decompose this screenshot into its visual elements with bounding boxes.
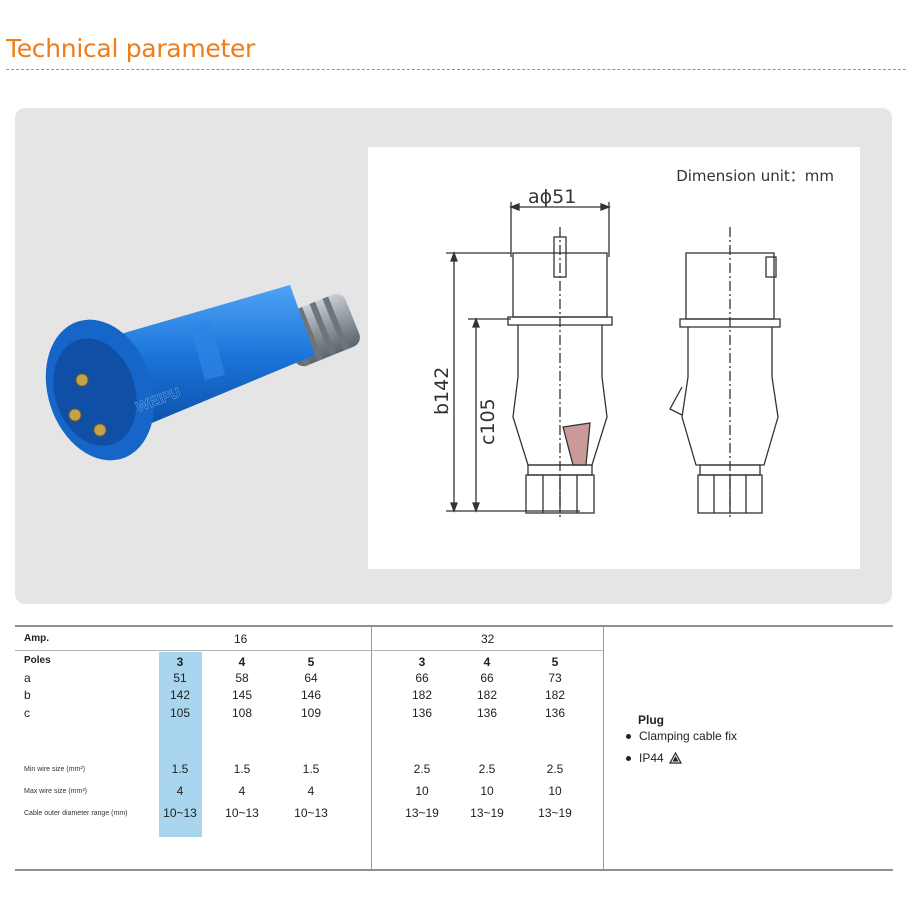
dimension-unit: Dimension unit：mm xyxy=(676,167,834,185)
table-cell: 10 xyxy=(480,784,494,798)
table-cell: 145 xyxy=(231,688,253,702)
feature-label: IP44 xyxy=(639,751,664,765)
table-cell: 1.5 xyxy=(233,762,251,776)
table-top-rule xyxy=(15,625,893,627)
table-cell: 1.5 xyxy=(302,762,320,776)
table-cell: 10~13 xyxy=(294,806,328,820)
poles-value: 3 xyxy=(418,655,426,669)
table-cell: 108 xyxy=(231,706,253,720)
poles-value: 5 xyxy=(307,655,315,669)
row-label-b: b xyxy=(24,688,31,702)
poles-value: 5 xyxy=(551,655,559,669)
table-cell: 13~19 xyxy=(405,806,439,820)
table-cell: 10 xyxy=(415,784,429,798)
dim-b-label: b142 xyxy=(431,367,453,415)
poles-label: Poles xyxy=(24,655,51,666)
row-label-min-wire: Min wire size (mm²) xyxy=(24,766,86,773)
column-divider xyxy=(371,627,372,869)
table-cell: 13~19 xyxy=(538,806,572,820)
bullet-icon xyxy=(626,755,631,761)
table-cell: 142 xyxy=(169,688,191,702)
front-view xyxy=(507,227,613,517)
table-cell: 10~13 xyxy=(163,806,197,820)
dim-a-label: aϕ51 xyxy=(528,186,576,208)
table-cell: 10 xyxy=(548,784,562,798)
warning-triangle-icon xyxy=(668,752,682,764)
poles-value: 3 xyxy=(176,655,184,669)
table-cell: 4 xyxy=(238,784,246,798)
table-cell: 136 xyxy=(411,706,433,720)
table-cell: 146 xyxy=(300,688,322,702)
table-cell: 109 xyxy=(300,706,322,720)
features-title: Plug xyxy=(638,713,664,727)
bullet-icon xyxy=(626,733,631,739)
table-bottom-rule xyxy=(15,869,893,871)
amp-label: Amp. xyxy=(24,633,49,644)
table-cell: 51 xyxy=(173,671,187,685)
pin-icon xyxy=(93,423,107,437)
amp-16: 16 xyxy=(234,632,248,646)
feature-item: Clamping cable fix xyxy=(626,729,737,743)
poles-value: 4 xyxy=(238,655,246,669)
table-cell: 10~13 xyxy=(225,806,259,820)
table-cell: 73 xyxy=(548,671,562,685)
table-cell: 1.5 xyxy=(171,762,189,776)
table-cell: 64 xyxy=(304,671,318,685)
row-label-cable-diameter: Cable outer diameter range (mm) xyxy=(24,810,128,817)
pin-icon xyxy=(75,373,89,387)
row-label-c: c xyxy=(24,706,30,720)
table-cell: 2.5 xyxy=(478,762,496,776)
highlight-column xyxy=(159,652,202,837)
row-label-max-wire: Max wire size (mm²) xyxy=(24,788,87,795)
table-cell: 4 xyxy=(307,784,315,798)
column-divider xyxy=(603,627,604,869)
side-view xyxy=(669,227,781,517)
amp-32: 32 xyxy=(481,632,495,646)
table-cell: 4 xyxy=(176,784,184,798)
table-cell: 105 xyxy=(169,706,191,720)
table-cell: 13~19 xyxy=(470,806,504,820)
dimension-drawing: Dimension unit：mm aϕ51 b142 c105 xyxy=(368,147,860,569)
table-cell: 182 xyxy=(476,688,498,702)
table-cell: 58 xyxy=(235,671,249,685)
table-cell: 136 xyxy=(544,706,566,720)
pin-icon xyxy=(68,408,82,422)
dim-c-label: c105 xyxy=(477,398,499,445)
row-label-a: a xyxy=(24,671,31,685)
table-cell: 182 xyxy=(411,688,433,702)
table-cell: 2.5 xyxy=(546,762,564,776)
table-cell: 2.5 xyxy=(413,762,431,776)
row-divider xyxy=(15,650,603,651)
feature-label: Clamping cable fix xyxy=(639,729,738,743)
table-cell: 182 xyxy=(544,688,566,702)
product-photo: WEIPU xyxy=(45,285,360,461)
page-title: Technical parameter xyxy=(6,34,256,63)
table-cell: 136 xyxy=(476,706,498,720)
poles-value: 4 xyxy=(483,655,491,669)
table-cell: 66 xyxy=(415,671,429,685)
table-cell: 66 xyxy=(480,671,494,685)
title-divider xyxy=(6,69,906,70)
feature-item: IP44 xyxy=(626,751,682,765)
